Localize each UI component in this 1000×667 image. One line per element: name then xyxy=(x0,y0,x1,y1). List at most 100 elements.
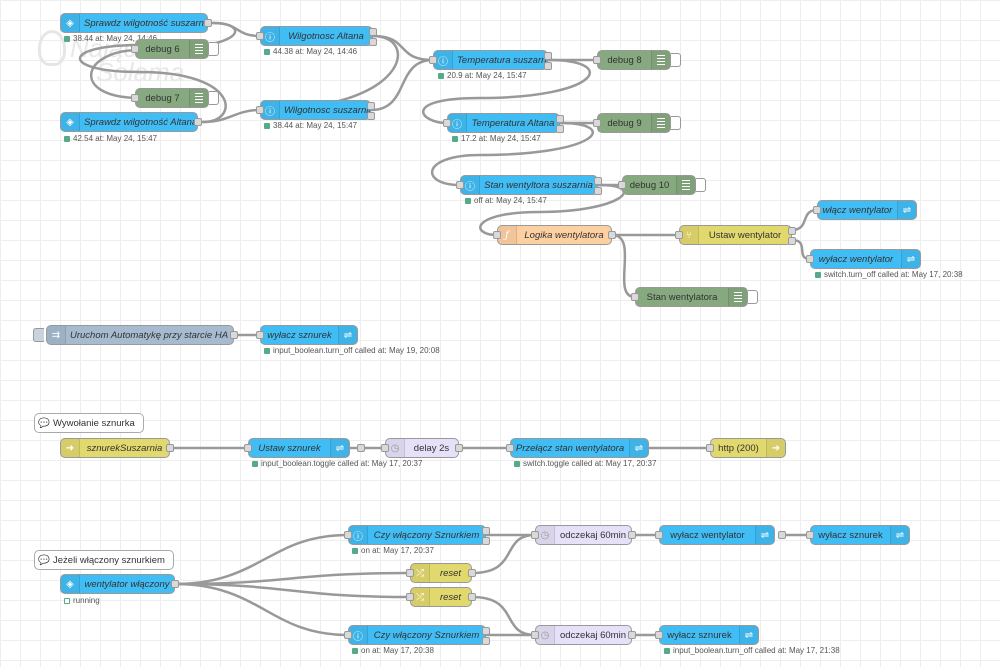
input-port[interactable] xyxy=(813,206,821,214)
output-port[interactable] xyxy=(171,580,179,588)
function-node-logika-wentylatora[interactable]: ƒ Logika wentylatora xyxy=(493,225,616,245)
output-port[interactable] xyxy=(482,527,490,535)
switch-node-ustaw-wentylator[interactable]: ⑂ Ustaw wentylator xyxy=(675,225,796,245)
input-port[interactable] xyxy=(593,56,601,64)
ha-current-state-node-temperatura-suszarnia[interactable]: ⓘ Temperatura suszarnia xyxy=(429,50,552,70)
output-port[interactable] xyxy=(788,237,796,245)
ha-call-service-node-ustaw-sznurek[interactable]: Ustaw sznurek ⇌ xyxy=(244,438,365,458)
output-port[interactable] xyxy=(544,62,552,70)
debug-node-debug8[interactable]: debug 8 xyxy=(593,50,681,70)
input-port[interactable] xyxy=(593,119,601,127)
inject-trigger-button[interactable] xyxy=(33,328,44,342)
debug-toggle-button[interactable] xyxy=(671,116,681,130)
ha-current-state-node-wilgotnosc-suszarnia[interactable]: ⓘ Wilgotnosc suszarnia xyxy=(256,100,375,120)
input-port[interactable] xyxy=(493,231,501,239)
output-port[interactable] xyxy=(544,52,552,60)
input-port[interactable] xyxy=(655,531,663,539)
input-port[interactable] xyxy=(443,119,451,127)
input-port[interactable] xyxy=(256,106,264,114)
ha-events-node-sprawdz-wilgotnosc-altana[interactable]: ◈ Sprawdz wilgotność Altana xyxy=(60,112,202,132)
input-port[interactable] xyxy=(806,255,814,263)
output-port[interactable] xyxy=(357,444,365,452)
input-port[interactable] xyxy=(655,631,663,639)
output-port[interactable] xyxy=(628,631,636,639)
debug-toggle-button[interactable] xyxy=(209,91,219,105)
output-port[interactable] xyxy=(482,627,490,635)
ha-events-node-sprawdz-wilgotnosc-suszarnia[interactable]: ◈ Sprawdz wilgotność suszarnia xyxy=(60,13,212,33)
debug-node-debug7[interactable]: debug 7 xyxy=(131,88,219,108)
delay-node-odczekaj-60min-2[interactable]: ◷ odczekaj 60min xyxy=(531,625,636,645)
input-port[interactable] xyxy=(256,32,264,40)
output-port[interactable] xyxy=(468,569,476,577)
ha-call-service-node-wylacz-sznurek[interactable]: wyłacz sznurek ⇌ xyxy=(256,325,358,345)
input-port[interactable] xyxy=(531,631,539,639)
ha-call-service-node-wylacz-sznurek-3[interactable]: wyłacz sznurek ⇌ xyxy=(655,625,759,645)
input-port[interactable] xyxy=(381,444,389,452)
input-port[interactable] xyxy=(675,231,683,239)
ha-current-state-node-stan-wentyltora-suszarnia[interactable]: ⓘ Stan wentyltora suszarnia xyxy=(456,175,602,195)
output-port[interactable] xyxy=(482,637,490,645)
inject-node-uruchom-automatyke[interactable]: ⇉ Uruchom Automatykę przy starcie HA ' xyxy=(33,325,238,345)
comment-node-wywolanie-sznurka[interactable]: 💬 Wywołanie sznurka xyxy=(34,413,144,433)
ha-current-state-node-czy-wlaczony-sznurkiem-2[interactable]: ⓘ Czy włączony Sznurkiem xyxy=(344,625,490,645)
debug-node-debug6[interactable]: debug 6 xyxy=(131,39,219,59)
input-port[interactable] xyxy=(256,331,264,339)
ha-call-service-node-wylacz-wentylator-2[interactable]: wyłacz wentylator ⇌ xyxy=(655,525,786,545)
ha-events-node-wentylator-wlaczony[interactable]: ◈ wentylator włączony xyxy=(60,574,179,594)
comment-node-jezeli-wlaczony-sznurkiem[interactable]: 💬 Jeżeli włączony sznurkiem xyxy=(34,550,174,570)
input-port[interactable] xyxy=(531,531,539,539)
input-port[interactable] xyxy=(429,56,437,64)
input-port[interactable] xyxy=(244,444,252,452)
output-port[interactable] xyxy=(594,187,602,195)
output-port[interactable] xyxy=(778,531,786,539)
output-port[interactable] xyxy=(194,118,202,126)
input-port[interactable] xyxy=(806,531,814,539)
output-port[interactable] xyxy=(788,227,796,235)
ha-current-state-node-wilgotnosc-altana[interactable]: ⓘ Wilgotnosc Altana xyxy=(256,26,377,46)
output-port[interactable] xyxy=(455,444,463,452)
debug-toggle-button[interactable] xyxy=(209,42,219,56)
delay-node-odczekaj-60min-1[interactable]: ◷ odczekaj 60min xyxy=(531,525,636,545)
input-port[interactable] xyxy=(344,631,352,639)
debug-node-debug10[interactable]: debug 10 xyxy=(618,175,706,195)
output-port[interactable] xyxy=(468,593,476,601)
change-node-reset-2[interactable]: ⤮ reset xyxy=(406,587,476,607)
output-port[interactable] xyxy=(482,537,490,545)
debug-toggle-button[interactable] xyxy=(748,290,758,304)
output-port[interactable] xyxy=(556,115,564,123)
input-port[interactable] xyxy=(344,531,352,539)
input-port[interactable] xyxy=(631,293,639,301)
output-port[interactable] xyxy=(628,531,636,539)
output-port[interactable] xyxy=(369,38,377,46)
output-port[interactable] xyxy=(367,102,375,110)
debug-toggle-button[interactable] xyxy=(696,178,706,192)
input-port[interactable] xyxy=(456,181,464,189)
input-port[interactable] xyxy=(131,45,139,53)
ha-call-service-node-przelacz-stan-wentylatora[interactable]: Przełącz stan wentylatora ⇌ xyxy=(506,438,649,458)
output-port[interactable] xyxy=(608,231,616,239)
ha-call-service-node-wylacz-wentylator[interactable]: wyłacz wentylator ⇌ xyxy=(806,249,921,269)
output-port[interactable] xyxy=(369,28,377,36)
input-port[interactable] xyxy=(406,569,414,577)
ha-current-state-node-temperatura-altana[interactable]: ⓘ Temperatura Altana xyxy=(443,113,564,133)
debug-node-stan-wentylatora[interactable]: Stan wentylatora xyxy=(631,287,758,307)
debug-node-debug9[interactable]: debug 9 xyxy=(593,113,681,133)
input-port[interactable] xyxy=(131,94,139,102)
ha-current-state-node-czy-wlaczony-sznurkiem-1[interactable]: ⓘ Czy włączony Sznurkiem xyxy=(344,525,490,545)
output-port[interactable] xyxy=(367,112,375,120)
http-response-node[interactable]: http (200) ➜ xyxy=(706,438,786,458)
input-port[interactable] xyxy=(706,444,714,452)
output-port[interactable] xyxy=(166,444,174,452)
output-port[interactable] xyxy=(204,19,212,27)
delay-node-delay-2s[interactable]: ◷ delay 2s xyxy=(381,438,463,458)
input-port[interactable] xyxy=(506,444,514,452)
http-in-node-sznurek-suszarnia[interactable]: ➜ sznurekSuszarnia xyxy=(60,438,174,458)
input-port[interactable] xyxy=(406,593,414,601)
debug-toggle-button[interactable] xyxy=(671,53,681,67)
output-port[interactable] xyxy=(594,177,602,185)
output-port[interactable] xyxy=(556,125,564,133)
ha-call-service-node-wylacz-sznurek-2[interactable]: wyłacz sznurek ⇌ xyxy=(806,525,910,545)
ha-call-service-node-wlacz-wentylator[interactable]: włącz wentylator ⇌ xyxy=(813,200,917,220)
input-port[interactable] xyxy=(618,181,626,189)
change-node-reset-1[interactable]: ⤮ reset xyxy=(406,563,476,583)
